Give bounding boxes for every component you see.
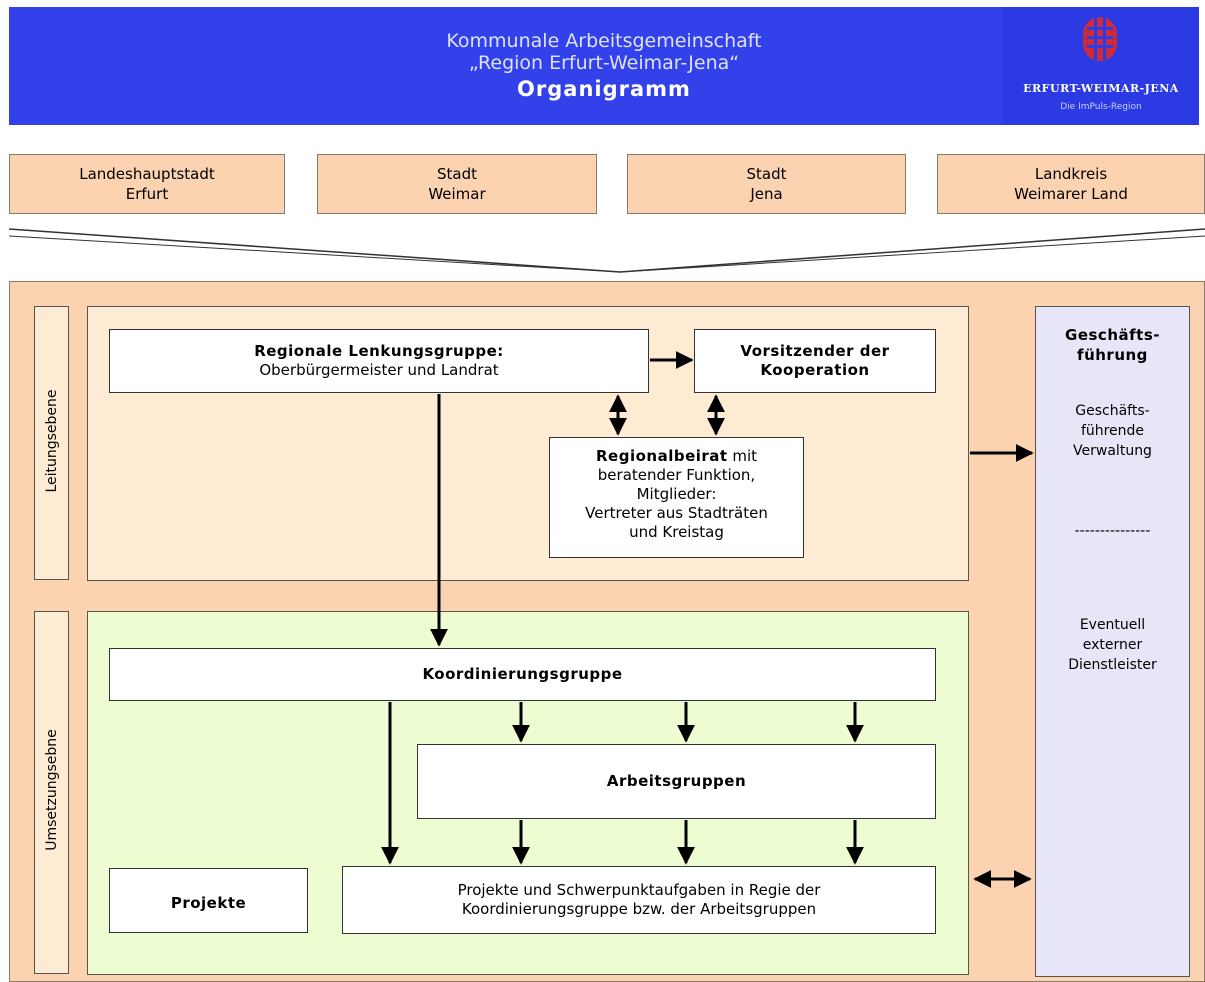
advisory-board-line: und Kreistag: [629, 523, 724, 541]
management-external-line: Eventuell: [1079, 617, 1146, 633]
chair-line-1: Vorsitzender der: [740, 342, 890, 360]
level-implementation-label: Umsetzungsebne: [44, 729, 60, 851]
coordination-group-label: Koordinierungsgruppe: [422, 665, 623, 683]
management-external-line: externer: [1082, 637, 1143, 653]
advisory-board-line: Mitglieder:: [636, 485, 717, 503]
management-admin-line: Verwaltung: [1073, 443, 1152, 459]
level-leadership-label: Leitungsebene: [44, 389, 60, 493]
chair-box: Vorsitzender der Kooperation: [694, 329, 936, 393]
working-groups-box: Arbeitsgruppen: [417, 744, 936, 819]
management-admin-line: Geschäfts-: [1075, 403, 1150, 419]
member-line-1: Stadt: [746, 165, 787, 183]
header-text: Kommunale Arbeitsgemeinschaft „Region Er…: [9, 30, 1199, 100]
level-leadership: Leitungsebene: [34, 306, 69, 580]
steering-group-members: Oberbürgermeister und Landrat: [259, 361, 499, 379]
advisory-board-box: Regionalbeirat mit beratender Funktion, …: [549, 437, 804, 558]
member-weimar: Stadt Weimar: [317, 154, 597, 214]
projects-description-line-1: Projekte und Schwerpunktaufgaben in Regi…: [457, 881, 821, 899]
member-line-2: Jena: [750, 185, 783, 203]
header-line-1: Kommunale Arbeitsgemeinschaft: [446, 30, 762, 52]
member-line-1: Stadt: [437, 165, 477, 183]
management-external-line: Dienstleister: [1068, 657, 1157, 673]
member-line-2: Erfurt: [125, 185, 169, 203]
management-column: Geschäfts- führung Geschäfts- führende V…: [1035, 306, 1190, 977]
advisory-board-line: beratender Funktion,: [597, 466, 756, 484]
management-title-line-2: führung: [1077, 346, 1148, 364]
member-weimarer-land: Landkreis Weimarer Land: [937, 154, 1205, 214]
member-line-2: Weimarer Land: [1014, 185, 1128, 203]
member-line-1: Landkreis: [1034, 165, 1108, 183]
management-separator: ---------------: [1074, 523, 1151, 539]
management-title: Geschäfts- führung: [1036, 325, 1189, 365]
logo-mark-icon: [1083, 17, 1117, 61]
working-groups-label: Arbeitsgruppen: [606, 772, 747, 790]
coordination-group-box: Koordinierungsgruppe: [109, 648, 936, 701]
projects-description-box: Projekte und Schwerpunktaufgaben in Regi…: [342, 866, 936, 934]
projects-description-line-2: Koordinierungsgruppe bzw. der Arbeitsgru…: [461, 900, 817, 918]
logo: [1003, 7, 1199, 125]
management-title-line-1: Geschäfts-: [1065, 326, 1160, 344]
logo-tagline: Die ImPuls-Region: [1060, 102, 1142, 112]
member-erfurt: Landeshauptstadt Erfurt: [9, 154, 285, 214]
advisory-board-line: Vertreter aus Stadträten: [585, 504, 768, 522]
steering-group-box: Regionale Lenkungsgruppe: Oberbürgermeis…: [109, 329, 649, 393]
management-administration: Geschäfts- führende Verwaltung: [1036, 401, 1189, 461]
header-line-2: „Region Erfurt-Weimar-Jena“: [468, 52, 740, 74]
advisory-board-title: Regionalbeirat: [595, 447, 728, 465]
member-line-1: Landeshauptstadt: [79, 165, 215, 183]
management-external: Eventuell externer Dienstleister: [1036, 615, 1189, 675]
management-admin-line: führende: [1080, 423, 1145, 439]
level-implementation: Umsetzungsebne: [34, 611, 69, 974]
advisory-board-title-rest: mit: [727, 447, 758, 465]
logo-name: Erfurt-Weimar-Jena: [1023, 82, 1179, 95]
page-title: Organigramm: [517, 77, 691, 101]
header-banner: [9, 7, 1199, 125]
chair-line-2: Kooperation: [760, 361, 870, 379]
projects-box: Projekte: [109, 868, 308, 933]
member-jena: Stadt Jena: [627, 154, 906, 214]
projects-label: Projekte: [170, 894, 247, 912]
steering-group-title: Regionale Lenkungsgruppe:: [254, 342, 504, 360]
member-line-2: Weimar: [428, 185, 486, 203]
